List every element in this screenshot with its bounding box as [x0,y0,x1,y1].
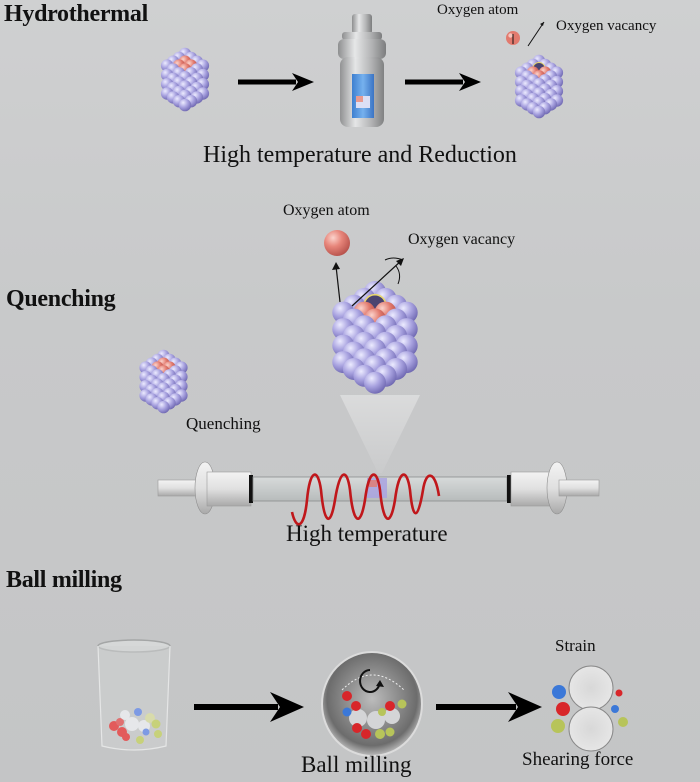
hydrothermal-defect-cube [514,54,564,119]
annotation-oxygen-atom-1: Oxygen atom [437,2,519,18]
arrow-2 [405,73,481,91]
metal-lattice-atom [157,400,170,414]
milling-bowl-icon [321,651,423,757]
quenching-defect-cube-large [332,281,418,394]
autoclave-icon [338,14,386,127]
metal-lattice-atom [178,98,192,112]
hydrothermal-initial-cube [160,47,210,112]
process-label-hydrothermal: High temperature and Reduction [203,142,517,168]
arrow-4 [436,692,542,722]
annotation-oxygen-vacancy-2: Oxygen vacancy [408,231,516,248]
milling-jar-icon [97,639,171,751]
annotation-oxygen-vacancy-1: Oxygen vacancy [556,18,657,34]
vacancy-pointer-small [512,21,545,47]
section-title-ball-milling: Ball milling [6,567,122,593]
step-label-quenching: Quenching [186,414,261,433]
metal-lattice-atom [532,105,546,119]
zoom-light-cone [340,395,420,473]
metal-lattice-atom [364,371,386,394]
oxygen-atom-large [324,230,350,256]
shearing-spheres-icon [551,665,628,752]
arrow-3 [194,692,304,722]
process-label-quenching: High temperature [286,521,448,546]
tube-furnace-icon [157,461,600,526]
annotation-shearing-force: Shearing force [522,749,634,770]
quenching-initial-cube [139,349,188,414]
arrow-1 [238,73,314,91]
section-title-quenching: Quenching [6,286,116,312]
annotation-strain: Strain [555,636,596,655]
annotation-oxygen-atom-2: Oxygen atom [283,202,370,219]
process-label-ball-milling: Ball milling [301,752,412,777]
vacancy-pointer-large [332,257,404,307]
section-title-hydrothermal: Hydrothermal [4,1,148,27]
